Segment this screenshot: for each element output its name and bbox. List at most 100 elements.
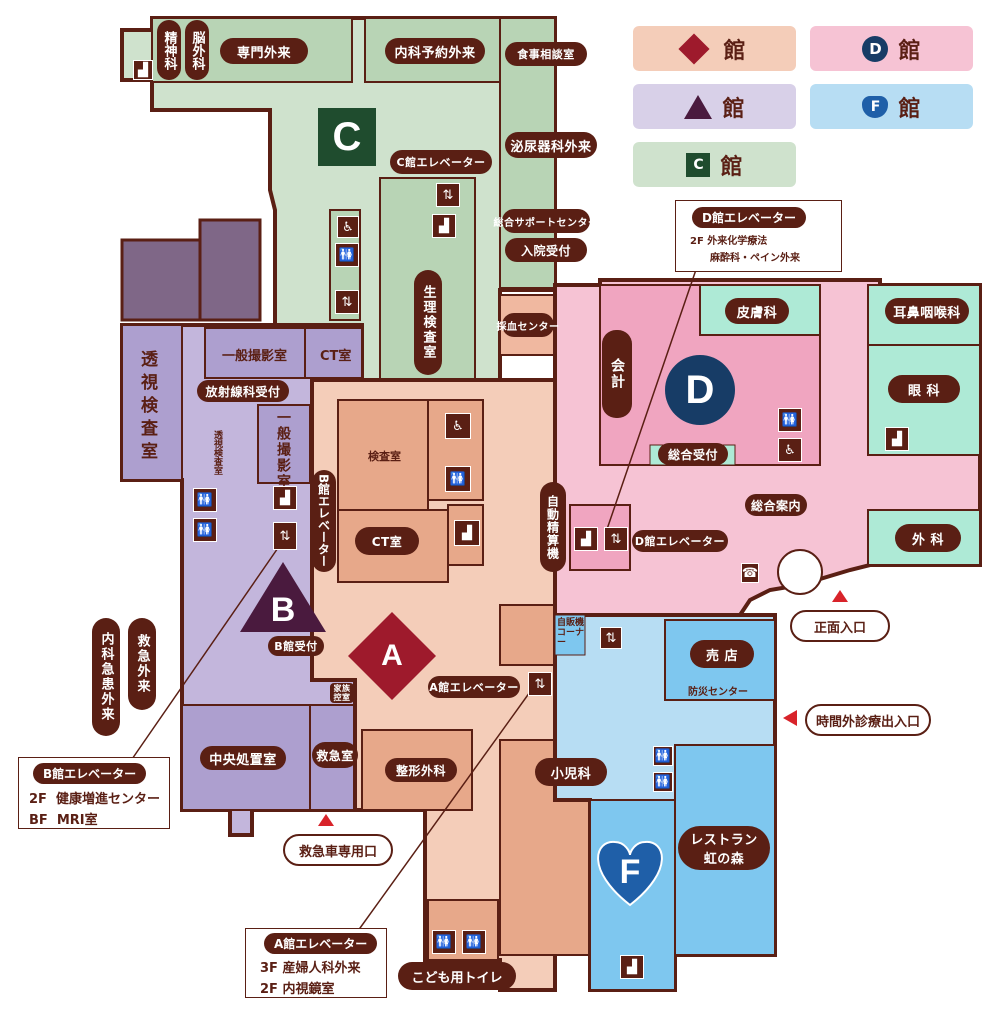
phone-icon: ☎ xyxy=(741,563,759,583)
ambulance-entrance-label[interactable]: 救急車専用口 xyxy=(283,834,393,866)
b-ct-room-label[interactable]: CT室 xyxy=(320,349,352,364)
admission-reception-label[interactable]: 入院受付 xyxy=(505,238,587,262)
emergency-room-label[interactable]: 救急室 xyxy=(312,742,358,768)
b-toilet-icon: 🚻 xyxy=(193,488,217,512)
small-fluoroscopy-label[interactable]: 透視検査室 xyxy=(212,430,222,475)
legend-a: 館 xyxy=(633,26,796,71)
emergency-outpatient-label[interactable]: 救急外来 xyxy=(128,618,156,710)
f-elevator-icon: ⇅ xyxy=(600,627,622,649)
b-elevator-info-title: B館エレベーター xyxy=(33,763,147,784)
general-reception-label[interactable]: 総合受付 xyxy=(658,443,728,465)
central-treatment-label[interactable]: 中央処置室 xyxy=(200,746,286,770)
f-toilet-icon-2: 🚻 xyxy=(653,772,673,792)
after-hours-entrance-label[interactable]: 時間外診療出入口 xyxy=(805,704,931,736)
c-stairs-icon-2: ▟ xyxy=(133,60,153,80)
a-elevator-info-title: A館エレベーター xyxy=(264,933,378,954)
diet-consultation-label[interactable]: 食事相談室 xyxy=(505,42,587,66)
b-elevator-icon: ⇅ xyxy=(273,522,297,550)
f-stairs-icon: ▟ xyxy=(620,955,644,979)
exam-room-label[interactable]: 検査室 xyxy=(368,450,401,463)
kids-toilet-icon: 🚻 xyxy=(432,930,456,954)
accounting-label[interactable]: 会計 xyxy=(602,330,632,418)
surgery-label[interactable]: 外 科 xyxy=(895,524,961,552)
f-wing-marker xyxy=(597,840,663,907)
psychiatry-label[interactable]: 精神科 xyxy=(157,20,181,80)
b-wing-dark-block xyxy=(120,238,204,322)
b-toilet-icon-2: 🚻 xyxy=(193,518,217,542)
physiology-exam-label[interactable]: 生理検査室 xyxy=(414,270,442,375)
b-reception-label[interactable]: B館受付 xyxy=(268,636,324,656)
fluoroscopy-label[interactable]: 透視検査室 xyxy=(137,350,157,465)
d-elevator-info: D館エレベーター 2F 外来化学療法 麻酔科・ペイン外来 xyxy=(675,200,842,272)
ophthalmology-label[interactable]: 眼 科 xyxy=(888,375,960,403)
a-elevator-info: A館エレベーター 3F 産婦人科外来 2F 内視鏡室 xyxy=(245,928,387,998)
c-elevator-icon-2: ⇅ xyxy=(335,290,359,314)
restaurant-line2: 虹の森 xyxy=(703,852,745,867)
c-wing-letter: C xyxy=(332,114,362,159)
a-toilet-icon: 🚻 xyxy=(445,466,471,492)
restaurant-line1: レストラン xyxy=(690,833,758,848)
dermatology-label[interactable]: 皮膚科 xyxy=(725,298,789,324)
f-disaster-center-label: 防災センター xyxy=(688,687,748,698)
internal-urgent-label[interactable]: 内科急患外来 xyxy=(92,618,120,736)
b-stairs-icon: ▟ xyxy=(273,486,297,510)
c-elevator-label[interactable]: C館エレベーター xyxy=(390,150,492,174)
b-wing-marker xyxy=(240,562,326,632)
legend-d: D 館 xyxy=(810,26,973,71)
a-ct-room-label[interactable]: CT室 xyxy=(355,527,419,555)
specialty-outpatient-label[interactable]: 専門外来 xyxy=(220,38,308,64)
radiology-reception-label[interactable]: 放射線科受付 xyxy=(197,380,289,402)
c-toilet-icon: 🚻 xyxy=(335,243,359,267)
family-control-label[interactable]: 家族控室 xyxy=(330,683,354,703)
d-toilet-icon: 🚻 xyxy=(778,408,802,432)
general-radiography-label[interactable]: 一般撮影室 xyxy=(222,349,288,364)
general-support-center-label[interactable]: 総合サポートセンター xyxy=(494,209,598,233)
ent-label[interactable]: 耳鼻咽喉科 xyxy=(885,298,969,324)
a-wheelchair-icon: ♿ xyxy=(445,413,471,439)
legend-c: C 館 xyxy=(633,142,796,187)
general-radiography-vertical[interactable]: 一般撮影室 xyxy=(275,410,291,490)
legend-f: F 館 xyxy=(810,84,973,129)
d-elevator-info-title: D館エレベーター xyxy=(692,207,806,228)
b-elevator-info: B館エレベーター 2F 健康増進センター BF MRI室 xyxy=(18,757,170,829)
b-wing-dark-block-2 xyxy=(198,218,262,322)
legend-b: 館 xyxy=(633,84,796,129)
atm-label[interactable]: 自販機コーナー xyxy=(557,618,585,648)
restaurant-label[interactable]: レストラン 虹の森 xyxy=(678,826,770,870)
d-stairs-icon-2: ▟ xyxy=(885,427,909,451)
blood-collection-label[interactable]: 採血センター xyxy=(497,313,559,337)
auto-payment-label[interactable]: 自動精算機 xyxy=(540,482,566,572)
general-info-label[interactable]: 総合案内 xyxy=(745,494,807,516)
a-wing-letter: A xyxy=(381,639,403,672)
legend-f-label: 館 xyxy=(898,96,921,122)
neurosurgery-label[interactable]: 脳外科 xyxy=(185,20,209,80)
pediatrics-label[interactable]: 小児科 xyxy=(535,758,607,786)
kids-toilet-label[interactable]: こども用トイレ xyxy=(398,962,516,990)
a-elevator-label[interactable]: A館エレベーター xyxy=(428,676,520,698)
a-wing-marker xyxy=(348,612,436,700)
a-stairs-icon: ▟ xyxy=(454,520,480,546)
d-elevator-label[interactable]: D館エレベーター xyxy=(632,530,728,552)
d-elevator-icon: ⇅ xyxy=(604,527,628,551)
legend-b-label: 館 xyxy=(722,96,745,122)
c-wing-marker xyxy=(318,108,376,166)
d-wheelchair-icon: ♿ xyxy=(778,438,802,462)
store-label[interactable]: 売 店 xyxy=(690,640,754,668)
b-elevator-vertical-label[interactable]: B館エレベーター xyxy=(312,470,336,572)
d-wing-marker xyxy=(665,355,735,425)
c-elevator-icon: ⇅ xyxy=(436,183,460,207)
main-entrance-label[interactable]: 正面入口 xyxy=(790,610,890,642)
legend-d-label: 館 xyxy=(898,38,921,64)
f-wing-letter: F xyxy=(619,853,641,891)
urology-label[interactable]: 泌尿器科外来 xyxy=(505,132,597,158)
d-stairs-icon: ▟ xyxy=(574,527,598,551)
c-wheelchair-icon: ♿ xyxy=(337,216,359,238)
legend-c-label: 館 xyxy=(720,154,743,180)
orthopedics-label[interactable]: 整形外科 xyxy=(385,758,457,782)
kids-toilet-icon-2: 🚻 xyxy=(462,930,486,954)
internal-medicine-reservation-label[interactable]: 内科予約外来 xyxy=(385,38,485,64)
d-wing-letter: D xyxy=(685,367,715,412)
c-stairs-icon: ▟ xyxy=(432,214,456,238)
